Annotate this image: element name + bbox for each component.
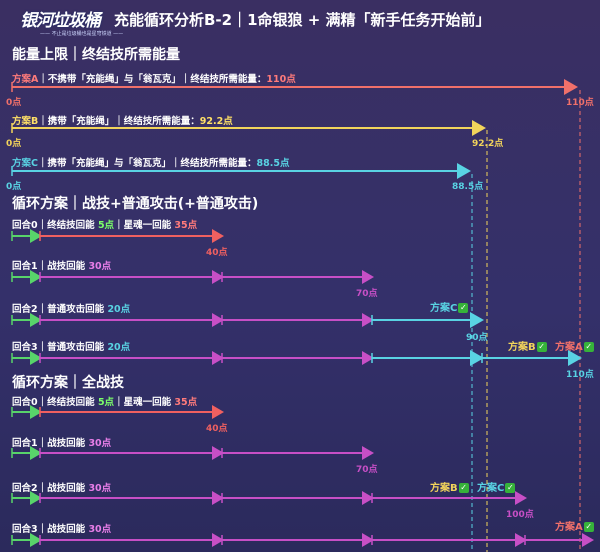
s3-row3-badge-a: 方案A✓ bbox=[555, 522, 594, 533]
check-icon: ✓ bbox=[458, 303, 469, 313]
s3-row3-v1: 30点 bbox=[88, 524, 112, 535]
s2-row0-end: 40点 bbox=[206, 248, 228, 258]
s3-row0-v1: 5点 bbox=[97, 397, 115, 408]
s2-row0-label: 回合0｜终结技回能 5点｜星魂一回能 35点 bbox=[12, 217, 197, 231]
s3-row3-arrows bbox=[11, 533, 594, 547]
plan-a-label: 方案A｜不携带「充能绳」与「翁瓦克」｜终结技所需能量：110点 bbox=[12, 71, 296, 85]
plan-c-value: 88.5点 bbox=[256, 158, 290, 169]
s2-row3-round: 回合3 bbox=[12, 342, 38, 353]
check-icon: ✓ bbox=[505, 483, 516, 493]
plan-b-start: 0点 bbox=[6, 139, 22, 149]
s2-row3-desc: ｜普通攻击回能 bbox=[37, 342, 108, 353]
s2-row1-arrows bbox=[11, 270, 374, 284]
plan-c-start: 0点 bbox=[6, 182, 22, 192]
s2-row3-badge-b: 方案B✓ bbox=[508, 342, 547, 353]
s3-row0-arrows bbox=[11, 405, 224, 419]
s3-row0-v2: 35点 bbox=[174, 397, 198, 408]
plan-a-name: 方案A bbox=[12, 74, 39, 85]
s2-row3-v1: 20点 bbox=[107, 342, 131, 353]
s3-row0-desc2: ｜星魂一回能 bbox=[114, 397, 175, 408]
logo: 银河垃圾桶 —— 不止是垃圾桶也是星穹铁道 —— bbox=[6, 4, 123, 37]
section2-title: 循环方案｜战技+普通攻击(+普通攻击) bbox=[12, 196, 259, 212]
s3-row1-desc: ｜战技回能 bbox=[37, 438, 89, 449]
plan-c-desc: ｜携带「充能绳」与「翁瓦克」｜终结技所需能量： bbox=[37, 158, 257, 169]
s3-row2-badge-b: 方案B✓ bbox=[430, 483, 469, 494]
check-icon: ✓ bbox=[583, 342, 594, 352]
s2-row0-desc: ｜终结技回能 bbox=[37, 220, 98, 231]
s3-row1-arrows bbox=[11, 446, 374, 460]
s3-row1-round: 回合1 bbox=[12, 438, 38, 449]
s3-row2-v1: 30点 bbox=[88, 483, 112, 494]
s3-row3-desc: ｜战技回能 bbox=[37, 524, 89, 535]
s3-row3-round: 回合3 bbox=[12, 524, 38, 535]
s2-row2-badge: 方案C✓ bbox=[430, 303, 469, 314]
s3-row1-v1: 30点 bbox=[88, 438, 112, 449]
s2-row2-arrows bbox=[11, 312, 484, 328]
s3-row2-badge-c: 方案C✓ bbox=[477, 483, 516, 494]
s2-row3-arrows bbox=[11, 350, 582, 366]
plan-a-desc: ｜不携带「充能绳」与「翁瓦克」｜终结技所需能量： bbox=[38, 74, 267, 85]
plan-a-arrow bbox=[11, 79, 578, 95]
s2-row1-round: 回合1 bbox=[12, 261, 38, 272]
s2-row3-badge-a: 方案A✓ bbox=[555, 342, 594, 353]
check-icon: ✓ bbox=[583, 522, 594, 532]
s3-row2-desc: ｜战技回能 bbox=[37, 483, 89, 494]
s2-row3-label: 回合3｜普通攻击回能 20点 bbox=[12, 339, 130, 353]
s2-row0-desc2: ｜星魂一回能 bbox=[114, 220, 175, 231]
plan-b-desc: ｜携带「充能绳」｜终结技所需能量： bbox=[38, 116, 200, 127]
s2-row2-v1: 20点 bbox=[107, 304, 131, 315]
s3-row3-label: 回合3｜战技回能 30点 bbox=[12, 521, 111, 535]
s2-row2-round: 回合2 bbox=[12, 304, 38, 315]
check-icon: ✓ bbox=[458, 483, 469, 493]
s3-row0-desc: ｜终结技回能 bbox=[37, 397, 98, 408]
s2-row1-desc: ｜战技回能 bbox=[37, 261, 89, 272]
section1-title: 能量上限｜终结技所需能量 bbox=[12, 47, 180, 63]
plan-b-name: 方案B bbox=[12, 116, 39, 127]
s3-row2-end: 100点 bbox=[506, 510, 534, 520]
s3-row2-label: 回合2｜战技回能 30点 bbox=[12, 480, 111, 494]
s3-row2-arrows bbox=[11, 491, 527, 505]
plan-c-end: 88.5点 bbox=[452, 182, 484, 192]
logo-text: 银河垃圾桶 bbox=[20, 11, 101, 31]
s2-row1-v1: 30点 bbox=[88, 261, 112, 272]
plan-b-label: 方案B｜携带「充能绳」｜终结技所需能量：92.2点 bbox=[12, 113, 233, 127]
s3-row2-round: 回合2 bbox=[12, 483, 38, 494]
page-title: 充能循环分析B-2｜1命银狼 + 满精「新手任务开始前」 bbox=[114, 11, 491, 29]
s3-row1-label: 回合1｜战技回能 30点 bbox=[12, 435, 111, 449]
s2-row0-round: 回合0 bbox=[12, 220, 38, 231]
s2-row0-v2: 35点 bbox=[174, 220, 198, 231]
plan-b-value: 92.2点 bbox=[199, 116, 233, 127]
s2-row2-label: 回合2｜普通攻击回能 20点 bbox=[12, 301, 130, 315]
s3-row0-round: 回合0 bbox=[12, 397, 38, 408]
s2-row0-v1: 5点 bbox=[97, 220, 115, 231]
plan-a-end: 110点 bbox=[566, 98, 594, 108]
s3-row1-end: 70点 bbox=[356, 465, 378, 475]
s2-row1-end: 70点 bbox=[356, 289, 378, 299]
section3-title: 循环方案｜全战技 bbox=[12, 375, 124, 391]
plan-c-arrow bbox=[11, 163, 471, 179]
s2-row2-end: 90点 bbox=[466, 333, 488, 343]
s2-row3-end: 110点 bbox=[566, 370, 594, 380]
plan-a-start: 0点 bbox=[6, 98, 22, 108]
plan-c-name: 方案C bbox=[12, 158, 38, 169]
check-icon: ✓ bbox=[536, 342, 547, 352]
s2-row2-desc: ｜普通攻击回能 bbox=[37, 304, 108, 315]
plan-a-value: 110点 bbox=[266, 74, 296, 85]
s2-row1-label: 回合1｜战技回能 30点 bbox=[12, 258, 111, 272]
plan-b-arrow bbox=[11, 120, 486, 136]
plan-b-end: 92.2点 bbox=[472, 139, 504, 149]
s3-row0-end: 40点 bbox=[206, 424, 228, 434]
plan-c-label: 方案C｜携带「充能绳」与「翁瓦克」｜终结技所需能量：88.5点 bbox=[12, 155, 289, 169]
logo-subtext: —— 不止是垃圾桶也是星穹铁道 —— bbox=[40, 31, 124, 37]
s2-row0-arrows bbox=[11, 229, 224, 243]
s3-row0-label: 回合0｜终结技回能 5点｜星魂一回能 35点 bbox=[12, 394, 197, 408]
